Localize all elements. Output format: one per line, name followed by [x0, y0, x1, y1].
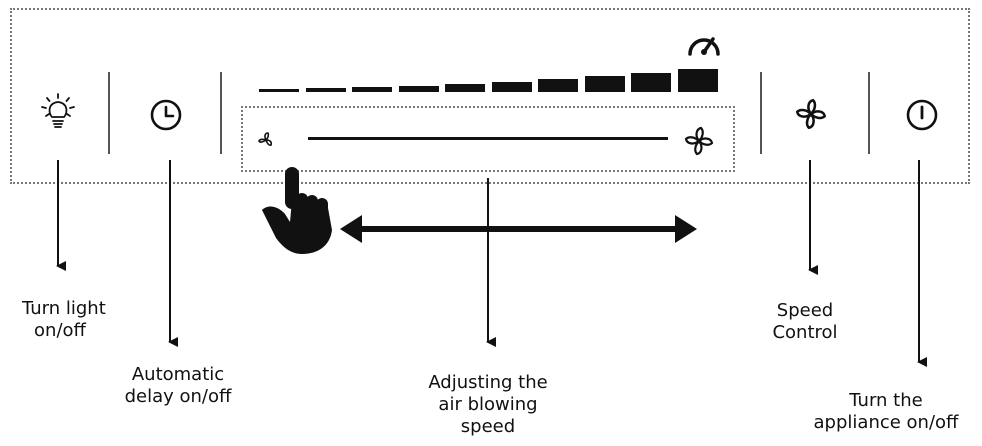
speed-level-bar-8	[584, 76, 625, 92]
label-delay-line2: delay on/off	[124, 386, 232, 407]
divider-3	[760, 72, 762, 154]
divider-2	[220, 72, 222, 154]
label-light-line1: Turn light	[22, 298, 106, 319]
label-light: Turn light on/off	[22, 298, 106, 342]
label-power-line2: appliance on/off	[813, 412, 959, 433]
label-delay-line1: Automatic	[131, 364, 225, 385]
label-speed-adjust-line2: air blowing	[438, 394, 538, 415]
light-bulb-icon[interactable]	[38, 92, 78, 132]
label-delay: Automatic delay on/off	[108, 364, 248, 408]
speed-level-bar-2	[305, 88, 346, 92]
label-speed-control-line2: Control	[772, 322, 838, 343]
label-speed-adjust-line1: Adjusting the	[428, 372, 548, 393]
label-power-line1: Turn the	[849, 390, 923, 411]
speed-slider-track[interactable]	[308, 137, 668, 140]
speed-level-bar-4	[398, 86, 439, 92]
fan-low-icon[interactable]	[256, 130, 276, 150]
control-panel	[10, 8, 970, 184]
speed-level-bar-1	[259, 89, 299, 92]
speed-level-bar-9	[631, 73, 671, 92]
clock-icon[interactable]	[149, 98, 183, 132]
label-speed-control-line1: Speed	[776, 300, 834, 321]
label-speed-adjust-line3: speed	[460, 416, 516, 437]
power-icon[interactable]	[905, 98, 939, 132]
divider-4	[868, 72, 870, 154]
speed-level-bar-7	[538, 79, 578, 92]
divider-1	[108, 72, 110, 154]
speed-level-bar-6	[491, 82, 532, 92]
speed-level-bar-5	[445, 84, 485, 92]
label-light-line2: on/off	[34, 320, 86, 341]
label-power: Turn the appliance on/off	[798, 390, 974, 434]
label-speed-adjust: Adjusting the air blowing speed	[410, 372, 566, 438]
label-speed-control: Speed Control	[760, 300, 850, 344]
fan-speed-icon[interactable]	[793, 96, 829, 132]
pointing-hand-icon	[262, 167, 332, 254]
speed-slider-area[interactable]	[241, 106, 735, 172]
speed-level-bar-3	[352, 87, 392, 92]
double-arrow-icon	[340, 215, 697, 243]
gauge-icon	[688, 37, 720, 56]
fan-high-icon[interactable]	[682, 124, 716, 158]
speed-level-bar-10	[677, 69, 718, 92]
